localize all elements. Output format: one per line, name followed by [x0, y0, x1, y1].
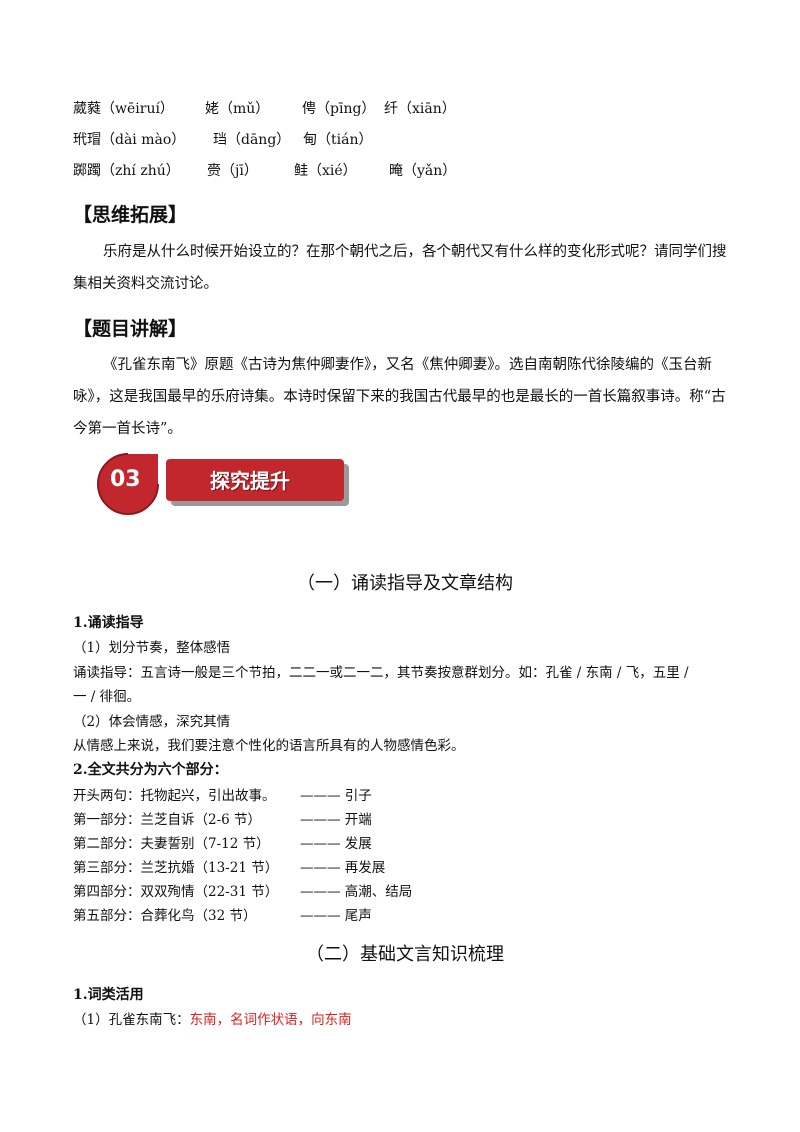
pinyin-word: 姥（mǔ） — [205, 101, 270, 117]
structure-item-left: 第二部分：夫妻誓别（7-12 节） — [73, 836, 270, 852]
pinyin-word: 甸（tián） — [303, 132, 373, 148]
structure-item-right: ——— 再发展 — [300, 860, 386, 876]
structure-item-left: 开头两句：托物起兴，引出故事。 — [73, 788, 276, 804]
banner-title: 探究提升 — [210, 469, 290, 493]
section2-title: （二）基础文言知识梳理 — [306, 944, 504, 965]
section2-heading-1: 1.词类活用 — [73, 987, 144, 1003]
thinking-heading: 【思维拓展】 — [73, 204, 188, 226]
section1-heading-1: 1.诵读指导 — [73, 615, 144, 631]
pinyin-word: 鲑（xié） — [294, 163, 357, 179]
pinyin-word: 珰（dāng） — [213, 132, 291, 148]
section1-title: （一）诵读指导及文章结构 — [297, 573, 513, 594]
pinyin-word: 俜（pīng） — [302, 101, 376, 117]
section2-item: （1）孔雀东南飞：东南，名词作状语，向东南 — [73, 1008, 352, 1028]
pinyin-word: 葳蕤（wēiruí） — [73, 101, 174, 117]
structure-item-right: ——— 高潮、结局 — [300, 884, 413, 900]
thinking-paragraph: 乐府是从什么时候开始设立的？在那个朝代之后，各个朝代又有什么样的变化形式呢？请同… — [73, 244, 727, 292]
structure-item-left: 第四部分：双双殉情（22-31 节） — [73, 884, 279, 900]
pinyin-word: 赍（jī） — [207, 163, 258, 179]
section-banner: 探究提升 03 — [96, 452, 352, 516]
section2-item-answer: 东南，名词作状语，向东南 — [189, 1012, 352, 1028]
structure-item-left: 第一部分：兰芝自诉（2-6 节） — [73, 812, 262, 828]
structure-item-left: 第五部分：合葬化鸟（32 节） — [73, 908, 257, 924]
pinyin-word: 玳瑁（dài mào） — [73, 132, 186, 148]
explanation-paragraph: 《孔雀东南飞》原题《古诗为焦仲卿妻作》，又名《焦仲卿妻》。选自南朝陈代徐陵编的《… — [73, 357, 726, 437]
structure-item-right: ——— 尾声 — [300, 908, 372, 924]
banner-number-badge: 03 — [96, 452, 160, 516]
banner-number: 03 — [110, 467, 141, 492]
structure-item-right: ——— 发展 — [300, 836, 372, 852]
structure-item-right: ——— 开端 — [300, 812, 372, 828]
section1-line: （2）体会情感，深究其情 — [73, 714, 231, 730]
banner-bar: 探究提升 — [166, 459, 344, 501]
section1-line: （1）划分节奏，整体感悟 — [73, 640, 231, 656]
section1-heading-2: 2.全文共分为六个部分： — [73, 762, 228, 778]
pinyin-word: 纤（xiān） — [384, 101, 456, 117]
banner-badge-shape — [97, 453, 159, 515]
pinyin-word: 踯躅（zhí zhú） — [73, 163, 180, 179]
section1-line: 从情感上来说，我们要注意个性化的语言所具有的人物感情色彩。 — [73, 738, 465, 754]
section1-line: 诵读指导：五言诗一般是三个节拍，二二一或二一二，其节奏按意群划分。如：孔雀 / … — [73, 665, 689, 681]
section2-item-label: （1）孔雀东南飞： — [73, 1012, 190, 1028]
explanation-heading: 【题目讲解】 — [73, 318, 188, 340]
section1-line: 一 / 徘徊。 — [73, 689, 141, 705]
structure-item-right: ——— 引子 — [300, 788, 372, 804]
structure-item-left: 第三部分：兰芝抗婚（13-21 节） — [73, 860, 279, 876]
pinyin-word: 晻（yǎn） — [389, 163, 457, 179]
